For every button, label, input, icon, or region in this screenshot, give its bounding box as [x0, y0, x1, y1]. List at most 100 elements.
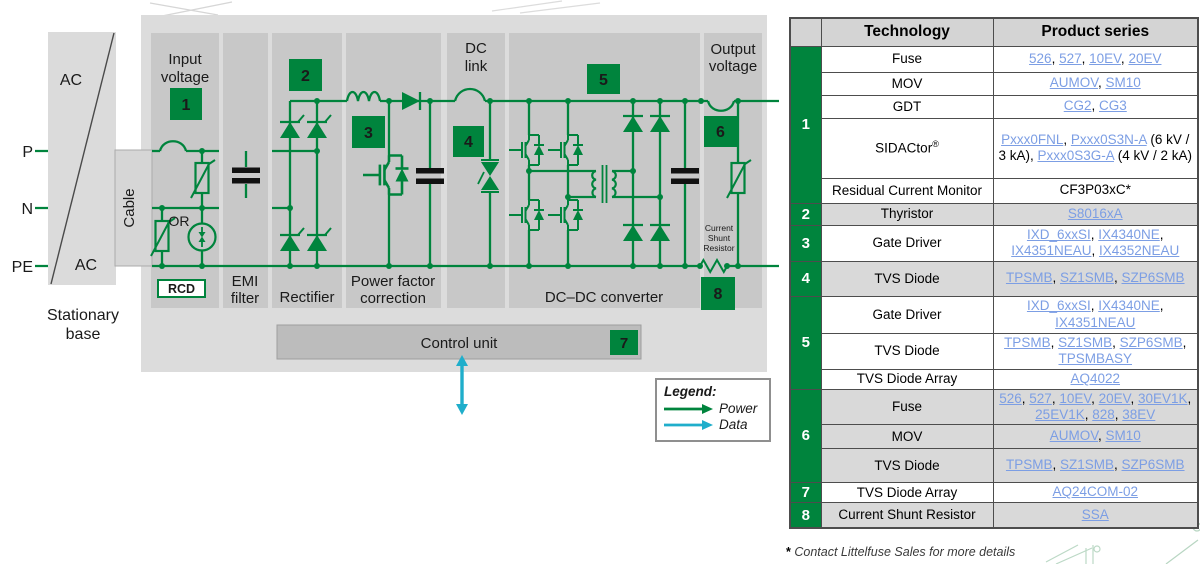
- product-link[interactable]: IX4340NE: [1098, 226, 1160, 242]
- product-link[interactable]: SZP6SMB: [1121, 270, 1185, 286]
- product-link[interactable]: SSA: [1081, 507, 1109, 523]
- table-row: 6 Fuse 526, 527, 10EV, 20EV, 30EV1K, 25E…: [789, 388, 1199, 483]
- product-link[interactable]: AQ4022: [1070, 370, 1121, 386]
- power-arrow-icon: [702, 404, 713, 414]
- corner-cell: [789, 17, 822, 47]
- technology-cell: TVS Diode Array: [820, 481, 994, 503]
- product-link[interactable]: CG2: [1063, 98, 1092, 114]
- control-unit-block: [276, 324, 642, 360]
- product-link[interactable]: SM10: [1105, 428, 1141, 444]
- rcd-label: RCD: [168, 282, 195, 296]
- product-link[interactable]: Pxxx0S3G-A: [1037, 148, 1114, 163]
- product-link[interactable]: IXD_6xxSI: [1026, 226, 1091, 242]
- product-link[interactable]: IX4352NEAU: [1099, 243, 1180, 258]
- residual-current-device-icon: [198, 227, 206, 247]
- product-link[interactable]: AUMOV: [1049, 428, 1098, 444]
- input-voltage-label-1: Input: [168, 51, 202, 68]
- callout-badges: 1 2 3 4 5 6 7 8: [170, 59, 737, 355]
- product-cell: 526, 527, 10EV, 20EV, 30EV1K, 25EV1K, 82…: [992, 388, 1199, 425]
- product-cell: AQ24COM-02: [992, 481, 1199, 503]
- product-link[interactable]: TPSMB: [1005, 270, 1053, 286]
- table-row: MOV AUMOV, SM10: [790, 71, 1199, 96]
- product-link[interactable]: CG3: [1099, 98, 1127, 114]
- dc-link-label-2: link: [465, 58, 488, 75]
- product-cell: IXD_6xxSI, IX4340NE, IX4351NEAU: [992, 295, 1199, 334]
- group-number-5: 5: [789, 295, 822, 390]
- output-voltage-label-2: voltage: [709, 58, 757, 75]
- emi-filter-label-2: filter: [231, 290, 259, 307]
- technology-cell: MOV: [820, 71, 994, 96]
- table-row: TVS Diode Array AQ4022: [790, 368, 1199, 390]
- product-link[interactable]: 526: [999, 390, 1022, 406]
- product-link[interactable]: 10EV: [1059, 390, 1092, 406]
- footnote: * Contact Littelfuse Sales for more deta…: [786, 545, 1015, 559]
- product-link[interactable]: 828: [1092, 406, 1115, 422]
- product-link[interactable]: 38EV: [1122, 406, 1156, 422]
- product-link[interactable]: SM10: [1105, 75, 1141, 91]
- product-link[interactable]: 30EV1K: [1137, 390, 1188, 406]
- group-number-7: 7: [789, 481, 822, 503]
- product-link[interactable]: 20EV: [1098, 390, 1131, 406]
- product-cell: IXD_6xxSI, IX4340NE, IX4351NEAU, IX4352N…: [992, 224, 1199, 262]
- product-cell: TPSMB, SZ1SMB, SZP6SMB, TPSMBASY: [992, 332, 1199, 370]
- product-link[interactable]: S8016xA: [1067, 205, 1123, 221]
- product-link[interactable]: 527: [1029, 390, 1052, 406]
- stationary-base-label-1: Stationary: [47, 307, 119, 324]
- product-link[interactable]: 527: [1059, 50, 1082, 66]
- shunt-label-3: Resistor: [703, 243, 734, 253]
- product-link[interactable]: TPSMB: [1005, 457, 1053, 473]
- ac-top-label: AC: [60, 72, 82, 89]
- section-blocks: [151, 33, 762, 308]
- badge-4: 4: [464, 134, 473, 151]
- product-link[interactable]: Pxxx0S3N-A: [1070, 131, 1147, 147]
- table-row: 8 Current Shunt Resistor SSA: [789, 501, 1199, 529]
- technology-cell: GDT: [820, 94, 994, 119]
- product-link[interactable]: IX4351NEAU: [1011, 243, 1092, 258]
- group-number-2: 2: [789, 202, 822, 226]
- product-link[interactable]: 10EV: [1089, 50, 1121, 66]
- output-voltage-block: [704, 33, 762, 308]
- rcd-box: RCD: [157, 279, 206, 298]
- technology-cell: MOV: [820, 423, 994, 449]
- pfc-label-2: correction: [360, 290, 426, 307]
- technology-cell: Fuse: [820, 388, 994, 425]
- product-link[interactable]: 25EV1K: [1035, 406, 1085, 422]
- product-link[interactable]: AUMOV: [1049, 75, 1098, 91]
- product-cell: Pxxx0FNL, Pxxx0S3N-A (6 kV / 3 kA), Pxxx…: [992, 117, 1199, 179]
- product-link[interactable]: AQ24COM-02: [1052, 484, 1139, 500]
- neutral-label: N: [21, 201, 33, 218]
- product-link[interactable]: IX4340NE: [1098, 298, 1160, 314]
- dcdc-converter-label: DC–DC converter: [545, 289, 663, 306]
- product-link[interactable]: SZ1SMB: [1058, 334, 1113, 350]
- shunt-label-1: Current: [705, 223, 734, 233]
- product-series-header: Product series: [992, 17, 1199, 47]
- group-number-6: 6: [789, 388, 822, 483]
- product-link[interactable]: 526: [1029, 50, 1052, 66]
- group-number-3: 3: [789, 224, 822, 262]
- data-arrow: [456, 355, 468, 415]
- pfc-diode-symbol: [402, 92, 422, 110]
- emi-filter-label-1: EMI: [232, 273, 259, 290]
- legend-title: Legend:: [664, 384, 717, 399]
- product-link[interactable]: SZP6SMB: [1121, 457, 1185, 473]
- product-link[interactable]: SZP6SMB: [1119, 334, 1183, 350]
- table-row: 1 Fuse 526, 527, 10EV, 20EV: [789, 45, 1199, 204]
- product-link[interactable]: Pxxx0FNL: [1001, 131, 1064, 147]
- product-cell: SSA: [992, 501, 1199, 529]
- product-link[interactable]: 20EV: [1128, 50, 1162, 66]
- product-cell: AUMOV, SM10: [992, 423, 1199, 449]
- product-cell: TPSMB, SZ1SMB, SZP6SMB: [992, 447, 1199, 483]
- product-link[interactable]: IXD_6xxSI: [1026, 298, 1091, 314]
- product-link[interactable]: SZ1SMB: [1059, 270, 1114, 286]
- product-table: Technology Product series 1 Fuse 526, 52…: [789, 17, 1199, 530]
- rectifier-label: Rectifier: [279, 289, 334, 306]
- product-link[interactable]: IX4351NEAU: [1055, 314, 1136, 330]
- product-link[interactable]: TPSMB: [1004, 334, 1051, 350]
- ac-bottom-label: AC: [75, 257, 97, 274]
- table-row: 2 Thyristor S8016xA: [789, 202, 1199, 226]
- product-link[interactable]: TPSMBASY: [1058, 351, 1133, 366]
- product-link[interactable]: SZ1SMB: [1059, 457, 1114, 473]
- diagram-labels: P N PE AC AC Stationary base Cable OR In…: [12, 40, 758, 352]
- technology-cell: TVS Diode: [820, 260, 994, 297]
- table-row: 3 Gate Driver IXD_6xxSI, IX4340NE, IX435…: [789, 224, 1199, 262]
